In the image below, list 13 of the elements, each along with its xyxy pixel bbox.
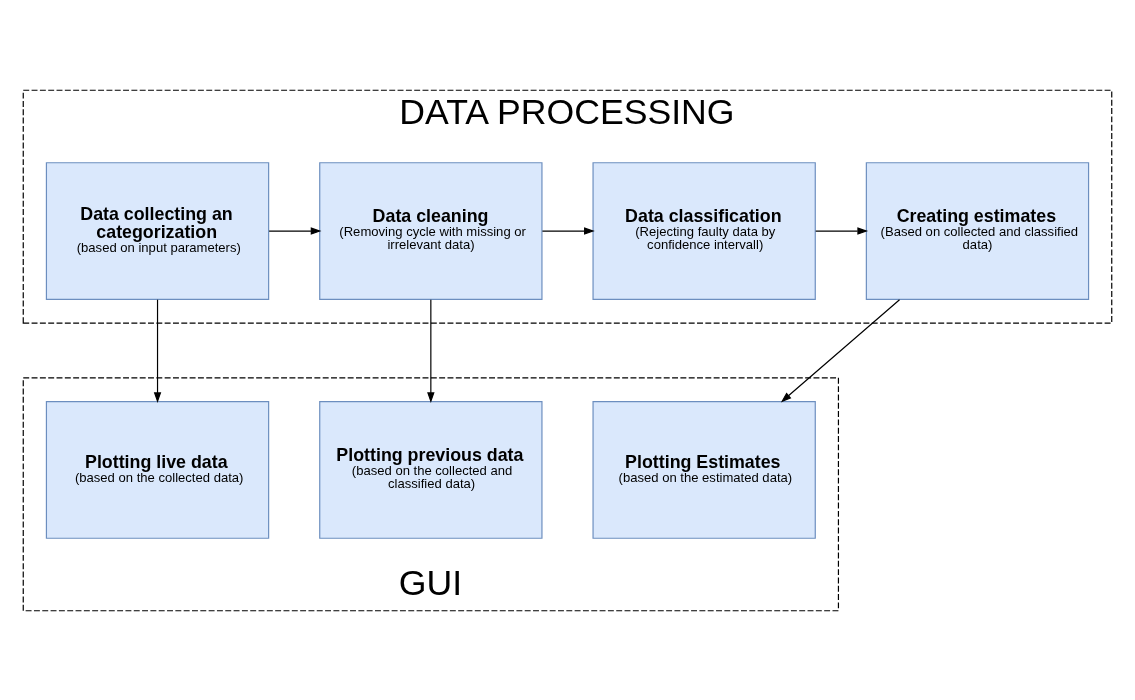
arrow	[780, 298, 901, 402]
node-box: Plotting live data (based on the collected data)	[45, 400, 270, 539]
node-box: Plotting Estimates (based on the estimated data)	[592, 400, 816, 539]
arrow	[541, 226, 595, 235]
arrow	[268, 226, 322, 235]
node-box: Plotting previous data (based on the collected and classified data)	[319, 400, 543, 539]
node-box: Data cleaning (Removing cycle with missing or irrelevant data)	[319, 161, 543, 300]
node-box: Creating estimates (Based on collected and classified data)	[865, 161, 1090, 300]
arrow	[815, 226, 869, 235]
node-box: Data collecting an categorization (based on input parameters)	[45, 161, 270, 300]
node-box: Data classification (Rejecting faulty data by confidence intervall)	[592, 161, 816, 300]
arrow	[427, 298, 435, 403]
arrow	[153, 298, 162, 403]
